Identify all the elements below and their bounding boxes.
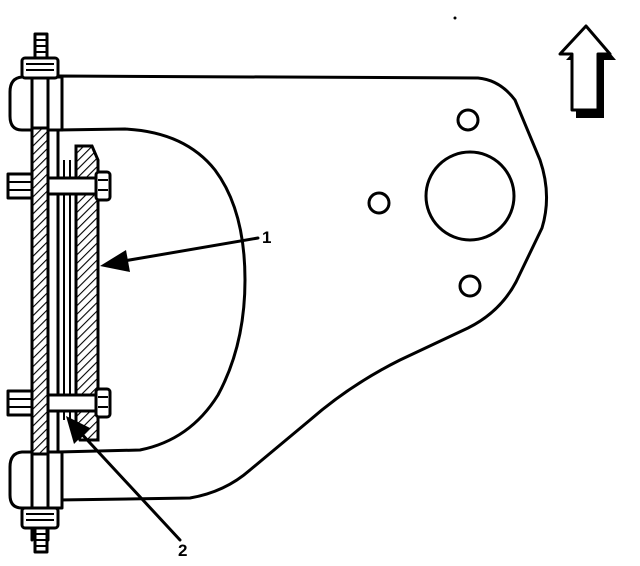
- arrow-up-icon: [558, 24, 616, 118]
- callout-1-arrowhead: [100, 250, 130, 272]
- small-hole-bottom: [458, 274, 482, 298]
- print-speck: [453, 16, 457, 20]
- callout-1-label: 1: [262, 228, 271, 247]
- lower-bushing: [8, 450, 64, 510]
- large-hole: [424, 150, 516, 242]
- callout-2-label: 2: [178, 541, 187, 560]
- shim-lines: [57, 160, 71, 420]
- pivot-shaft: [30, 126, 50, 456]
- callout-1: 1: [100, 228, 271, 272]
- top-nut: [20, 32, 60, 80]
- small-hole-left: [367, 191, 391, 215]
- control-arm-cutout: [56, 127, 247, 454]
- callout-2-arrowhead: [66, 416, 90, 444]
- callout-2: 2: [66, 416, 187, 560]
- bottom-nut: [20, 506, 60, 554]
- shim-bolt: [6, 387, 112, 419]
- shim-bolt-upper: [6, 170, 112, 202]
- upper-bushing: [8, 75, 64, 132]
- small-hole-top: [456, 108, 480, 132]
